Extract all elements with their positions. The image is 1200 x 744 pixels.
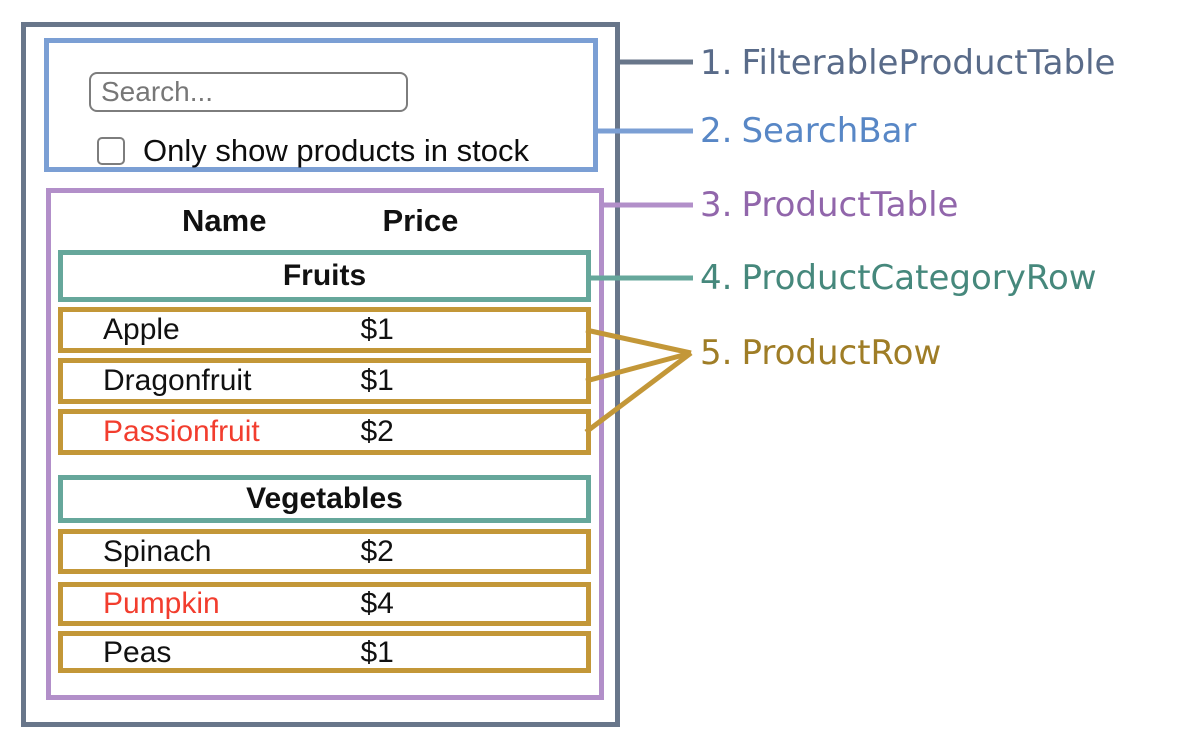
filterable-product-table-box: Only show products in stock Name Price F… xyxy=(21,22,620,727)
legend-search-bar: 2.SearchBar xyxy=(700,110,916,152)
search-input[interactable] xyxy=(89,72,408,112)
legend-label: ProductRow xyxy=(741,333,942,373)
product-row-dragonfruit: Dragonfruit $1 xyxy=(58,358,591,404)
table-header-row: Name Price xyxy=(58,203,591,239)
search-bar-box: Only show products in stock xyxy=(44,38,598,172)
legend-product-category-row: 4.ProductCategoryRow xyxy=(700,257,1097,299)
product-price: $1 xyxy=(360,636,394,669)
product-price: $2 xyxy=(360,534,394,568)
legend-number: 3. xyxy=(700,185,733,225)
category-row-vegetables: Vegetables xyxy=(58,475,591,523)
legend-number: 2. xyxy=(700,111,733,151)
product-row-passionfruit: Passionfruit $2 xyxy=(58,409,591,455)
product-table-box: Name Price Fruits Apple $1 Dragonfruit $… xyxy=(46,188,604,700)
legend-product-row: 5.ProductRow xyxy=(700,332,941,374)
product-name: Dragonfruit xyxy=(103,364,252,397)
legend-product-table: 3.ProductTable xyxy=(700,184,958,226)
product-row-apple: Apple $1 xyxy=(58,307,591,353)
in-stock-checkbox[interactable] xyxy=(97,137,125,165)
product-price: $1 xyxy=(360,364,394,397)
category-label: Vegetables xyxy=(246,482,403,515)
legend-filterable-product-table: 1.FilterableProductTable xyxy=(700,42,1115,84)
product-price: $4 xyxy=(360,587,394,620)
product-name: Peas xyxy=(103,636,172,669)
legend-number: 4. xyxy=(700,258,733,298)
product-row-pumpkin: Pumpkin $4 xyxy=(58,582,591,626)
legend-label: SearchBar xyxy=(741,111,917,151)
product-name: Passionfruit xyxy=(103,415,260,448)
product-price: $2 xyxy=(360,415,394,448)
category-label: Fruits xyxy=(282,259,367,292)
product-price: $1 xyxy=(360,313,394,346)
price-column-header: Price xyxy=(382,203,459,238)
name-column-header: Name xyxy=(182,203,267,238)
legend-number: 5. xyxy=(700,333,733,373)
product-table-rows: Name Price Fruits Apple $1 Dragonfruit $… xyxy=(58,193,591,673)
legend-label: ProductTable xyxy=(741,185,959,225)
legend-label: ProductCategoryRow xyxy=(741,258,1097,298)
legend-number: 1. xyxy=(700,43,733,83)
in-stock-checkbox-label: Only show products in stock xyxy=(143,133,529,168)
product-row-spinach: Spinach $2 xyxy=(58,529,591,574)
category-row-fruits: Fruits xyxy=(58,250,591,302)
product-name: Pumpkin xyxy=(103,587,220,620)
product-name: Spinach xyxy=(103,534,212,568)
in-stock-filter: Only show products in stock xyxy=(97,133,529,169)
product-row-peas: Peas $1 xyxy=(58,631,591,673)
product-name: Apple xyxy=(103,313,180,346)
legend-label: FilterableProductTable xyxy=(741,43,1116,83)
